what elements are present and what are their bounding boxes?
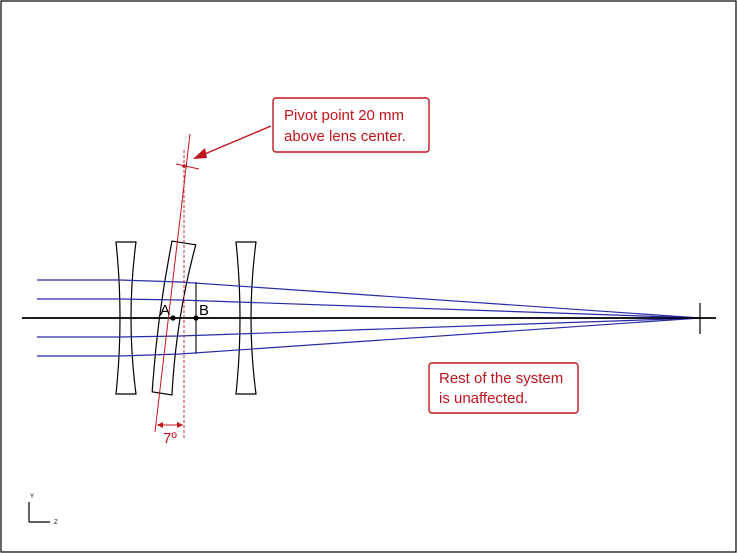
axis-y-label: Y — [30, 494, 34, 500]
point-b-label: B — [199, 302, 209, 319]
rest-callout-line1: Rest of the system — [439, 370, 563, 387]
ray-5 — [37, 317, 701, 357]
axis-z-label: Z — [54, 520, 58, 526]
pivot-tick — [175, 163, 200, 170]
pivot-callout-line2: above lens center. — [284, 128, 406, 145]
point-a-marker — [170, 315, 176, 321]
angle-arrow-right — [177, 422, 183, 428]
pivot-point — [182, 164, 186, 168]
ray-2 — [37, 298, 701, 319]
angle-arrow-left — [157, 422, 163, 428]
rest-callout-line2: is unaffected. — [439, 390, 528, 407]
ray-4 — [37, 317, 701, 338]
tilt-line — [154, 133, 191, 433]
lens-3 — [235, 241, 257, 395]
pivot-arrow-line — [199, 125, 272, 157]
pivot-callout-line1: Pivot point 20 mm — [284, 107, 404, 124]
point-a-label: A — [160, 302, 170, 319]
point-b-marker — [193, 315, 199, 321]
pivot-callout-box — [272, 97, 430, 153]
ray-1 — [37, 279, 701, 319]
rest-callout-box — [428, 362, 579, 414]
pivot-arrow-head — [193, 148, 207, 159]
tilt-angle-label: 7º — [163, 430, 177, 447]
